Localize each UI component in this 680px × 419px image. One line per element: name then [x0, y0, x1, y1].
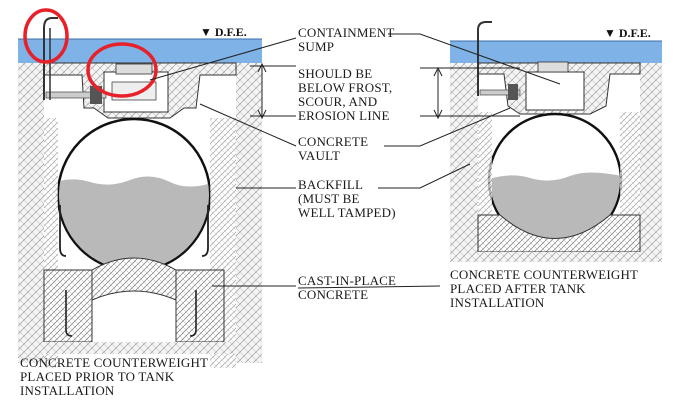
- cast-in-place-label: CAST-IN-PLACE CONCRETE: [298, 273, 397, 302]
- counterweight-after-label: CONCRETE COUNTERWEIGHT PLACED AFTER TANK…: [450, 267, 639, 310]
- dfe-label-right: ▼ D.F.E.: [604, 26, 651, 40]
- left-installation: [18, 17, 262, 368]
- water-surface-right: [450, 41, 662, 63]
- counterweight-left: [43, 269, 93, 343]
- dfe-label-left: ▼ D.F.E.: [200, 25, 247, 39]
- concrete-vault-label: CONCRETE VAULT: [298, 134, 369, 163]
- highlight-circle-sump: [86, 42, 158, 98]
- backfill-label: BACKFILL (MUST BE WELL TAMPED): [298, 177, 396, 220]
- below-line-label: SHOULD BE BELOW FROST, SCOUR, AND EROSIO…: [298, 66, 393, 123]
- right-installation: [450, 21, 662, 262]
- leader-lines: [149, 33, 561, 289]
- highlight-circle-vent: [23, 8, 69, 64]
- soil-left-2: [236, 63, 262, 363]
- soil-left-1: [18, 63, 44, 363]
- counterweight-prior-label: CONCRETE COUNTERWEIGHT PLACED PRIOR TO T…: [20, 355, 209, 398]
- counterweight-right: [477, 214, 641, 253]
- liquid-left: [59, 176, 209, 270]
- containment-sump-label: CONTAINMENT SUMP: [298, 25, 395, 54]
